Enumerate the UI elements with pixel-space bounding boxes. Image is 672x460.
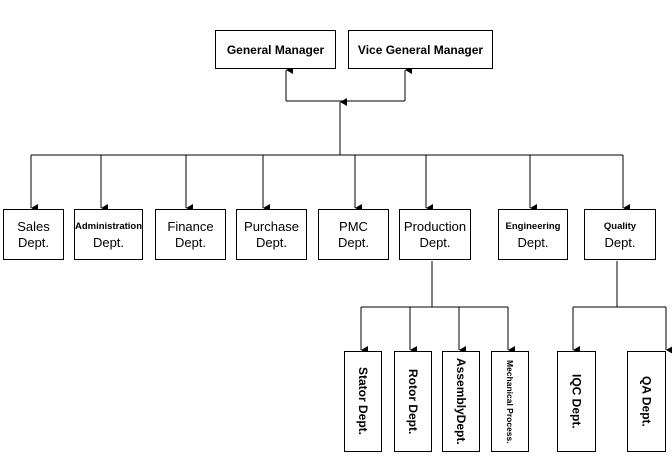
iqc-dept-box: IQC Dept. xyxy=(557,351,596,452)
quality-dept-label-line2: Dept. xyxy=(604,234,636,250)
sales-dept-label-line1: Sales xyxy=(17,218,50,234)
production-dept-label-line2: Dept. xyxy=(419,234,451,250)
rotor-dept-label: Rotor Dept. xyxy=(406,368,420,435)
assembly-dept-box: AssemblyDept. xyxy=(442,351,480,452)
pmc-dept-label-line2: Dept. xyxy=(337,234,370,250)
general-manager-label: General Manager xyxy=(226,42,325,57)
qa-dept-label: QA Dept. xyxy=(639,376,654,427)
quality-dept-label-line1: Quality xyxy=(603,220,637,232)
sales-dept-label-line2: Dept. xyxy=(17,234,50,250)
mechanical-process-label: Mechanical Process. xyxy=(505,359,515,444)
purchase-dept-label-line1: Purchase xyxy=(244,218,299,234)
rotor-dept-box: Rotor Dept. xyxy=(394,351,432,452)
finance-dept-label-line2: Dept. xyxy=(174,234,207,250)
vice-general-manager-box: Vice General Manager xyxy=(348,30,493,69)
administration-dept-label-line2: Dept. xyxy=(92,234,125,250)
vice-general-manager-label: Vice General Manager xyxy=(357,42,484,57)
purchase-dept-label-line2: Dept. xyxy=(255,234,288,250)
stator-dept-label: Stator Dept. xyxy=(356,367,370,436)
mechanical-process-box: Mechanical Process. xyxy=(491,351,529,452)
production-dept-label-line1: Production xyxy=(403,218,467,234)
iqc-dept-label: IQC Dept. xyxy=(569,374,584,429)
administration-dept-label-line1: Administration xyxy=(74,220,143,232)
finance-dept-label-line1: Finance xyxy=(167,218,214,234)
qa-dept-box: QA Dept. xyxy=(627,351,666,452)
stator-dept-box: Stator Dept. xyxy=(344,351,382,452)
engineering-dept-label-line2: Dept. xyxy=(517,234,549,250)
pmc-dept-label-line1: PMC xyxy=(339,218,368,234)
general-manager-box: General Manager xyxy=(215,30,336,69)
assembly-dept-label: AssemblyDept. xyxy=(454,358,468,445)
engineering-dept-label-line1: Engineering xyxy=(505,220,561,232)
